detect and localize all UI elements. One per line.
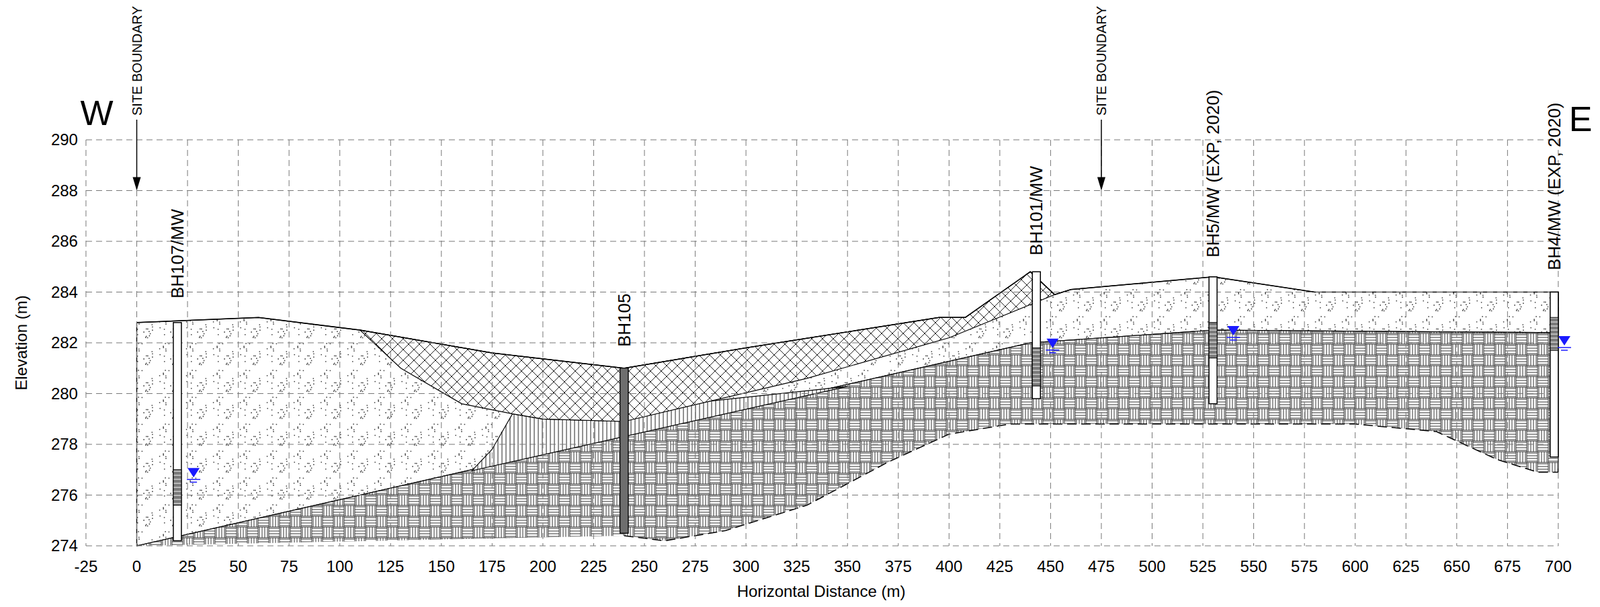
tick-label: 350: [833, 558, 861, 575]
tick-label: 278: [0, 436, 78, 453]
grid-line: [1405, 139, 1407, 546]
borehole-label: BH5/MW (EXP, 2020): [1204, 90, 1222, 259]
borehole-label: BH101/MW: [1027, 165, 1045, 256]
well-screen: [620, 368, 629, 533]
water-level: [1227, 325, 1240, 336]
boundary-arrow: [1100, 119, 1103, 182]
boundary-label: SITE BOUNDARY: [1094, 6, 1109, 116]
boundary-label: SITE BOUNDARY: [130, 6, 144, 116]
grid-line: [1253, 139, 1254, 546]
tick-label: 625: [1392, 558, 1420, 575]
fill-layer: [360, 271, 1056, 422]
borehole: [1032, 271, 1041, 399]
well-screen: [1550, 317, 1559, 351]
water-level: [1229, 339, 1237, 341]
water-level: [1046, 338, 1059, 349]
tick-label: 425: [986, 558, 1014, 575]
grid-line: [948, 139, 950, 546]
grid-line: [86, 291, 1559, 293]
tick-label: 500: [1138, 558, 1166, 575]
tick-label: 600: [1341, 558, 1369, 575]
boundary-arrow: [1097, 177, 1106, 191]
water-level: [1226, 336, 1240, 339]
grid-line: [86, 494, 1559, 496]
tick-label: 150: [428, 558, 455, 575]
borehole-label: BH105: [615, 292, 634, 347]
tick-label: 475: [1087, 558, 1115, 575]
tick-label: 125: [376, 558, 404, 575]
tick-label: 550: [1240, 558, 1268, 575]
well-screen: [173, 469, 182, 506]
tick-label: 700: [1544, 558, 1572, 575]
tick-label: 525: [1189, 558, 1217, 575]
tick-label: 450: [1036, 558, 1064, 575]
tick-label: 100: [326, 558, 354, 575]
water-level: [1557, 346, 1572, 349]
tick-label: 288: [0, 182, 78, 199]
tick-label: -25: [74, 558, 99, 575]
water-level: [1045, 349, 1060, 351]
borehole-label: BH107/MW: [168, 208, 187, 299]
tick-label: 375: [885, 558, 912, 575]
tick-label: 75: [280, 558, 299, 575]
water-level: [1048, 352, 1056, 354]
tick-label: 274: [0, 537, 78, 554]
tick-label: 0: [132, 558, 142, 575]
borehole: [1550, 292, 1559, 457]
tick-label: 675: [1493, 558, 1521, 575]
water-level: [186, 479, 201, 481]
grid-line: [86, 393, 1559, 394]
boundary-arrow: [133, 177, 142, 191]
grid-line: [86, 241, 1559, 242]
borehole: [1208, 276, 1217, 404]
grid-line: [999, 139, 1000, 546]
grid-line: [1151, 139, 1153, 546]
tick-label: 290: [0, 131, 78, 148]
water-level: [187, 467, 200, 478]
grid-line: [86, 139, 1559, 141]
tick-label: 175: [478, 558, 506, 575]
tick-label: 284: [0, 284, 78, 301]
tick-label: 400: [935, 558, 963, 575]
grid-line: [86, 190, 1559, 191]
compass-label: W: [79, 95, 113, 131]
tick-label: 275: [682, 558, 709, 575]
tick-label: 325: [783, 558, 811, 575]
tick-label: 282: [0, 334, 78, 351]
well-screen: [1208, 322, 1217, 359]
axis-title: Elevation (m): [13, 295, 30, 390]
water-level: [1561, 349, 1568, 351]
grid-line: [86, 342, 1559, 344]
well-screen: [1032, 348, 1041, 387]
grid-line: [1202, 139, 1204, 546]
grid-line: [86, 545, 1559, 547]
tick-label: 300: [732, 558, 760, 575]
borehole: [173, 322, 182, 541]
tick-label: 200: [529, 558, 557, 575]
borehole: [620, 368, 629, 533]
tick-label: 276: [0, 487, 78, 504]
compass-label: E: [1569, 101, 1593, 137]
grid-line: [1354, 139, 1356, 546]
grid-line: [1304, 139, 1305, 546]
boundary-arrow: [136, 119, 138, 182]
tick-label: 250: [630, 558, 658, 575]
borehole-label: BH4/MW (EXP, 2020): [1545, 102, 1564, 271]
grid-line: [1100, 139, 1102, 546]
axis-title: Horizontal Distance (m): [737, 583, 906, 600]
grid-line: [86, 444, 1559, 445]
tick-label: 650: [1443, 558, 1471, 575]
bedrock-bottom: [624, 424, 1559, 541]
tick-label: 280: [0, 385, 78, 402]
tick-label: 286: [0, 233, 78, 250]
tick-label: 50: [229, 558, 248, 575]
water-level: [190, 481, 197, 484]
tick-label: 25: [178, 558, 197, 575]
tick-label: 225: [579, 558, 607, 575]
water-level: [1558, 335, 1571, 346]
tick-label: 575: [1290, 558, 1318, 575]
